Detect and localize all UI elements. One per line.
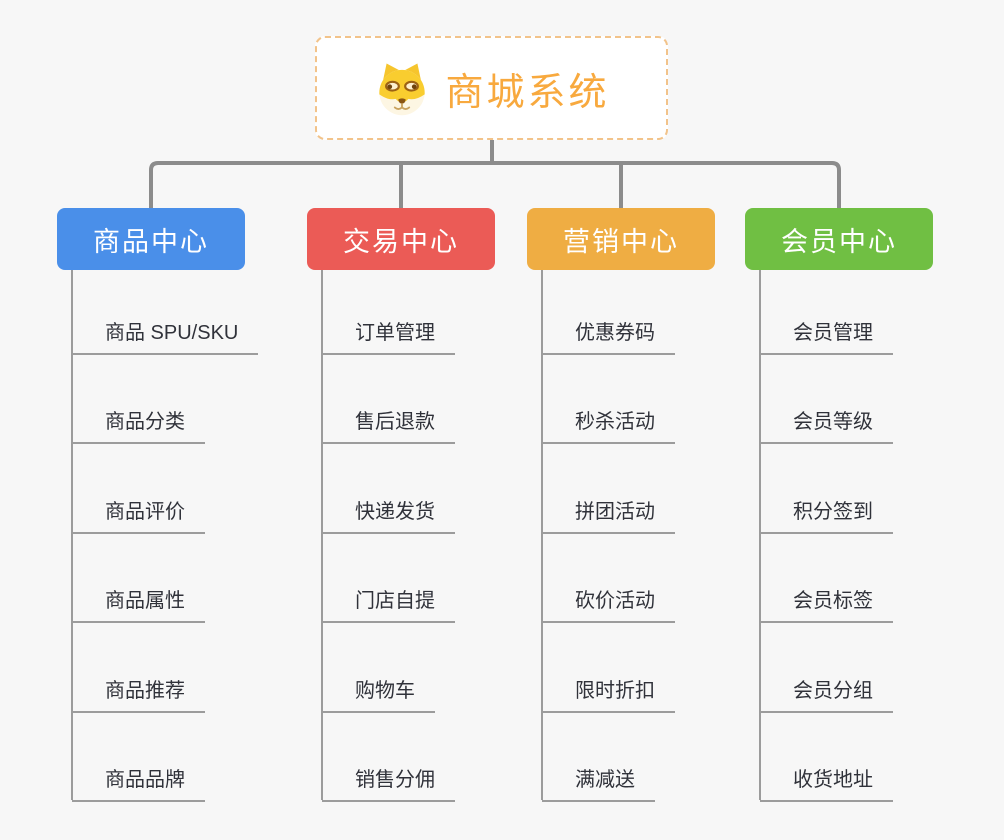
leaf-item: 订单管理: [322, 317, 455, 355]
leaf-label: 会员标签: [793, 590, 873, 612]
branch-label: 交易中心: [343, 220, 459, 259]
leaf-item: 商品品牌: [72, 764, 205, 802]
leaf-item: 会员分组: [760, 675, 893, 713]
leaf-label: 购物车: [355, 680, 415, 702]
leaf-item: 会员管理: [760, 317, 893, 355]
branch-label: 商品中心: [93, 220, 209, 259]
leaf-label: 拼团活动: [575, 501, 655, 523]
leaf-item: 商品属性: [72, 585, 205, 623]
leaf-item: 会员等级: [760, 406, 893, 444]
leaf-label: 商品推荐: [105, 680, 185, 702]
leaf-item: 商品评价: [72, 496, 205, 534]
leaf-item: 门店自提: [322, 585, 455, 623]
leaf-label: 商品分类: [105, 411, 185, 433]
leaf-item: 商品 SPU/SKU: [72, 317, 258, 355]
leaf-label: 订单管理: [355, 322, 435, 344]
leaf-label: 会员管理: [793, 322, 873, 344]
leaf-label: 商品 SPU/SKU: [105, 322, 238, 344]
leaf-item: 拼团活动: [542, 496, 675, 534]
branch-label: 营销中心: [563, 220, 679, 259]
branch-node-2: 交易中心: [307, 208, 495, 270]
leaf-label: 会员分组: [793, 680, 873, 702]
root-label: 商城系统: [445, 61, 609, 116]
leaf-item: 快递发货: [322, 496, 455, 534]
leaf-label: 满减送: [575, 769, 635, 791]
leaf-item: 会员标签: [760, 585, 893, 623]
leaf-item: 商品分类: [72, 406, 205, 444]
leaf-label: 商品品牌: [105, 769, 185, 791]
leaf-item: 销售分佣: [322, 764, 455, 802]
leaf-item: 商品推荐: [72, 675, 205, 713]
leaf-label: 砍价活动: [575, 590, 655, 612]
leaf-label: 秒杀活动: [575, 411, 655, 433]
leaf-item: 售后退款: [322, 406, 455, 444]
branch-label: 会员中心: [781, 220, 897, 259]
leaf-label: 收货地址: [793, 769, 873, 791]
leaf-label: 商品评价: [105, 501, 185, 523]
leaf-item: 积分签到: [760, 496, 893, 534]
leaf-label: 门店自提: [355, 590, 435, 612]
doge-face-icon: [373, 59, 431, 117]
leaf-label: 积分签到: [793, 501, 873, 523]
leaf-label: 限时折扣: [575, 680, 655, 702]
leaf-item: 购物车: [322, 675, 435, 713]
leaf-item: 砍价活动: [542, 585, 675, 623]
root-node: 商城系统: [315, 36, 668, 140]
branch-node-4: 会员中心: [745, 208, 933, 270]
leaf-label: 优惠券码: [575, 322, 655, 344]
leaf-label: 会员等级: [793, 411, 873, 433]
leaf-label: 商品属性: [105, 590, 185, 612]
leaf-item: 优惠券码: [542, 317, 675, 355]
leaf-item: 收货地址: [760, 764, 893, 802]
leaf-label: 快递发货: [355, 501, 435, 523]
branch-node-1: 商品中心: [57, 208, 245, 270]
leaf-item: 秒杀活动: [542, 406, 675, 444]
leaf-label: 销售分佣: [355, 769, 435, 791]
leaf-item: 满减送: [542, 764, 655, 802]
leaf-label: 售后退款: [355, 411, 435, 433]
leaf-item: 限时折扣: [542, 675, 675, 713]
branch-node-3: 营销中心: [527, 208, 715, 270]
